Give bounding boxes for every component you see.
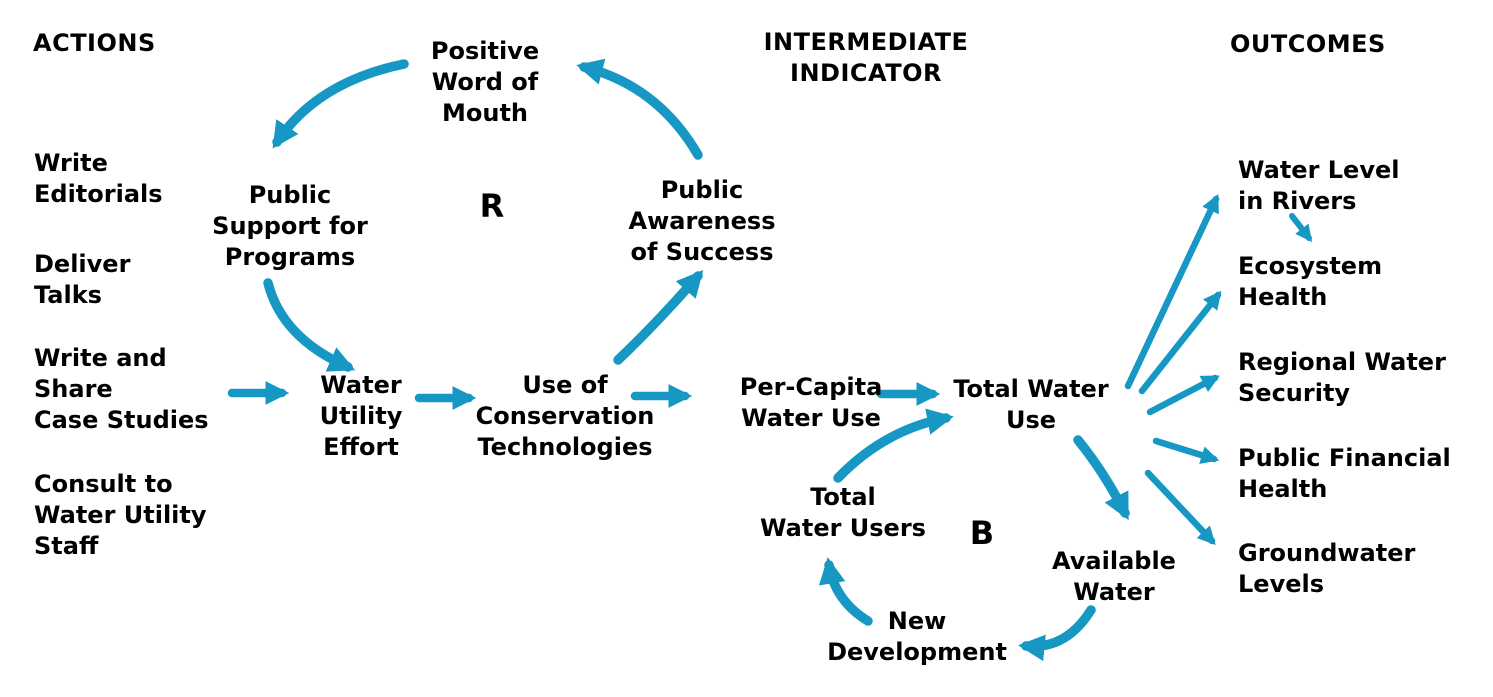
outcome-public-financial-health: Public Financial Health (1238, 444, 1451, 503)
header-actions: ACTIONS (33, 29, 156, 57)
action-write-share-case-studies: Write and Share Case Studies (34, 344, 209, 434)
outcome-regional-water-security: Regional Water Security (1238, 348, 1446, 407)
node-per-capita-water-use: Per-Capita Water Use (739, 373, 883, 432)
arrow-total-water-use-to-water-level (1124, 194, 1220, 390)
arrow-positive-word-of-mouth-to-public-support (272, 59, 409, 149)
node-new-development: New Development (827, 607, 1007, 666)
loop-label-reinforcing: R (479, 187, 505, 225)
node-total-water-users: Total Water Users (760, 483, 926, 542)
action-consult-water-utility-staff: Consult to Water Utility Staff (34, 470, 207, 560)
arrow-public-awareness-to-positive-word-of-mouth (576, 58, 703, 160)
arrow-water-level-to-ecosystem-health (1289, 213, 1313, 242)
outcome-ecosystem-health: Ecosystem Health (1238, 252, 1383, 311)
node-water-utility-effort: Water Utility Effort (319, 371, 403, 461)
arrow-total-water-use-to-ecosystem-health (1138, 290, 1222, 395)
arrow-use-of-conservation-to-public-awareness (613, 270, 704, 365)
arrow-new-development-to-total-water-users (818, 557, 873, 626)
header-outcomes: OUTCOMES (1230, 30, 1386, 58)
outcome-water-level-in-rivers: Water Level in Rivers (1238, 156, 1400, 215)
node-use-of-conservation-technologies: Use of Conservation Technologies (475, 371, 655, 461)
arrow-available-water-to-new-development (1018, 605, 1096, 662)
node-available-water: Available Water (1052, 547, 1176, 606)
header-intermediate-indicator: INTERMEDIATE INDICATOR (763, 28, 969, 87)
arrow-total-water-users-to-total-water-use (833, 408, 954, 483)
arrow-total-water-use-to-groundwater (1144, 469, 1216, 545)
node-public-support-for-programs: Public Support for Programs (212, 181, 368, 271)
loop-label-balancing: B (969, 514, 995, 552)
node-public-awareness-of-success: Public Awareness of Success (628, 176, 776, 266)
node-total-water-use: Total Water Use (953, 375, 1109, 434)
arrow-total-water-use-to-financial-health (1152, 437, 1220, 464)
arrow-total-water-use-to-available-water (1073, 435, 1130, 521)
node-positive-word-of-mouth: Positive Word of Mouth (430, 37, 540, 127)
arrow-public-support-to-water-utility-effort (263, 278, 356, 372)
outcome-groundwater-levels: Groundwater Levels (1238, 539, 1416, 598)
arrow-total-water-use-to-regional-security (1146, 374, 1220, 416)
action-write-editorials: Write Editorials (34, 149, 163, 208)
action-deliver-talks: Deliver Talks (34, 250, 131, 309)
